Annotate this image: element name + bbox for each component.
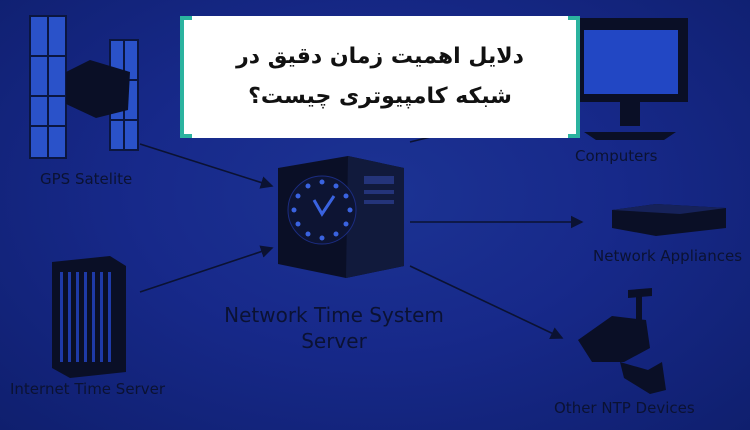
ntp-server-label-line1: Network Time System [224, 303, 444, 327]
other-ntp-devices-label: Other NTP Devices [554, 399, 695, 417]
server-tower-icon [52, 256, 126, 378]
title-line-1: دلایل اهمیت زمان دقیق در [236, 44, 524, 69]
satellite-icon [29, 15, 139, 159]
camera-icon [578, 288, 666, 394]
title-line-2: شبکه کامپیوتری چیست؟ [248, 84, 512, 109]
gps-satellite-label: GPS Satelite [40, 170, 133, 188]
title-box: دلایل اهمیت زمان دقیق در شبکه کامپیوتری … [180, 16, 580, 138]
title-bracket-right [568, 16, 580, 138]
monitor-icon [572, 18, 688, 140]
ntp-server-label-line2: Server [301, 329, 367, 353]
ntp-server-label: Network Time System Server [214, 302, 454, 354]
internet-time-server-label: Internet Time Server [10, 380, 165, 398]
computers-label: Computers [575, 147, 658, 165]
title-bracket-left [180, 16, 192, 138]
network-appliance-icon [612, 204, 726, 236]
ntp-server-icon [278, 156, 404, 278]
network-appliances-label: Network Appliances [593, 247, 743, 265]
